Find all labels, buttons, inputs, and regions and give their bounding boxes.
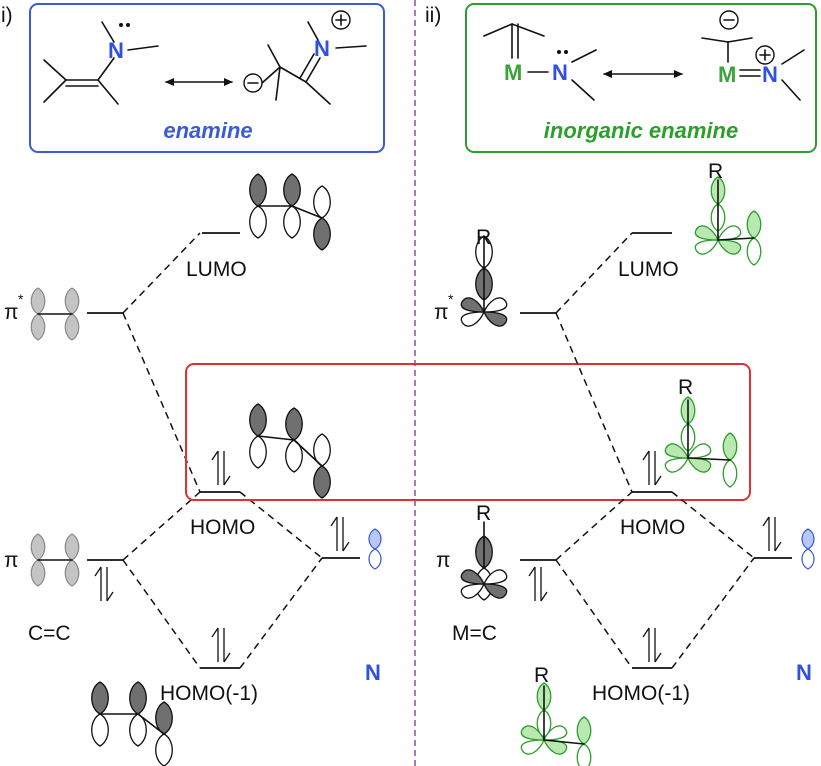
label-pi-star: π	[4, 301, 19, 324]
enamine-box	[29, 3, 385, 153]
label-mc: M=C	[452, 622, 497, 645]
orbital-pi-star	[30, 287, 80, 341]
orbital-homo	[249, 403, 331, 499]
panel-left: i) N N	[1, 3, 385, 766]
orbital-pi-star-right: R	[460, 226, 508, 327]
enamine-title: enamine	[163, 118, 252, 143]
label-homo: HOMO	[190, 516, 255, 539]
electron-pair-homo	[211, 450, 231, 486]
orbital-lumo-right: R	[694, 160, 762, 266]
panel-label-left: i)	[1, 4, 13, 27]
panel-right: ii) M N M N	[425, 3, 817, 766]
inorganic-enamine-resonance-structure: M N	[701, 10, 805, 101]
enamine-structure: N	[43, 21, 159, 105]
mo-diagram-right: π * LUMO HOMO π M=C HOMO(-1) N R	[434, 160, 815, 766]
metal-atom: M	[504, 60, 522, 85]
orbital-pi	[30, 533, 80, 587]
inorganic-enamine-box	[465, 3, 817, 153]
label-n: N	[365, 660, 381, 685]
label-pi-star-right: π	[434, 301, 449, 324]
label-r-homo: R	[678, 376, 693, 399]
orbital-lumo	[249, 173, 331, 251]
label-star-right: *	[448, 291, 454, 307]
electron-pair-n	[330, 516, 350, 552]
electron-pair-n-right	[762, 516, 782, 552]
label-lumo: LUMO	[186, 258, 247, 281]
orbital-homo-right: R	[664, 376, 738, 488]
nitrogen-atom-cation: N	[314, 36, 330, 61]
inorganic-enamine-structure: M N	[483, 23, 597, 101]
label-n-right: N	[796, 660, 812, 685]
panel-label-right: ii)	[425, 4, 441, 27]
label-homo-right: HOMO	[620, 516, 685, 539]
label-cc: C=C	[28, 622, 71, 645]
orbital-homo-minus1	[91, 681, 173, 766]
label-r-lumo: R	[708, 160, 723, 183]
inorganic-enamine-title: inorganic enamine	[544, 118, 738, 143]
electron-pair-homo-right	[642, 450, 662, 486]
label-star: *	[18, 291, 24, 307]
orbital-n-left	[368, 528, 382, 570]
electron-pair-homo-minus1-right	[642, 627, 662, 663]
orbital-n-right	[801, 528, 815, 570]
nitrogen-atom: N	[108, 38, 124, 63]
label-lumo-right: LUMO	[618, 258, 679, 281]
enamine-resonance-structure: N	[243, 10, 367, 105]
label-homo-minus1-right: HOMO(-1)	[592, 682, 690, 705]
label-r-pi: R	[476, 502, 491, 525]
label-r-pi-star: R	[476, 226, 491, 249]
nitrogen-atom-right: N	[552, 60, 568, 85]
electron-pair-homo-minus1	[211, 627, 231, 663]
orbital-pi-right: R	[460, 502, 508, 601]
electron-pair-pi	[94, 566, 114, 602]
homo-highlight-box	[185, 363, 751, 501]
nitrogen-atom-right-cation: N	[762, 62, 778, 87]
mo-diagram-left: π * LUMO HOMO π C=C HOMO(-1) N	[4, 173, 382, 766]
label-r-homo-minus1: R	[534, 664, 549, 687]
orbital-homo-minus1-right: R	[520, 664, 592, 766]
label-pi-right: π	[436, 549, 451, 572]
electron-pair-pi-right	[528, 566, 548, 602]
metal-atom-resonance: M	[718, 62, 736, 87]
label-homo-minus1: HOMO(-1)	[160, 682, 258, 705]
label-pi: π	[4, 549, 19, 572]
